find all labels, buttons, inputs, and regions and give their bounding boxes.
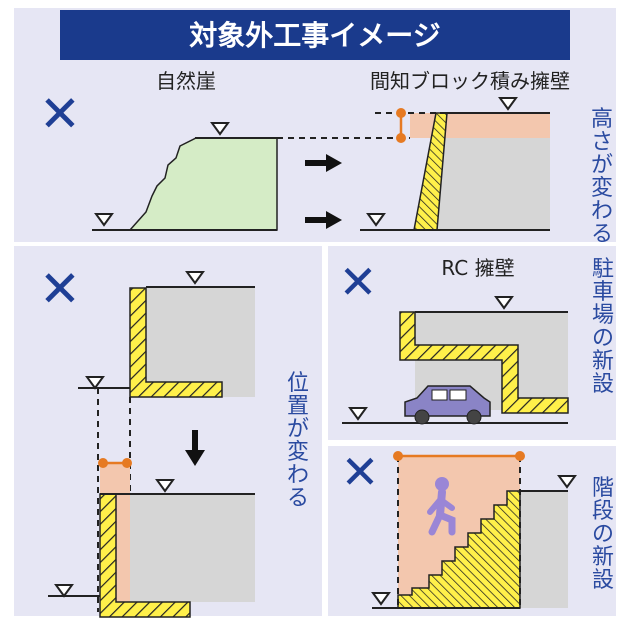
level-mark-icon	[54, 584, 74, 598]
stairs-width-marker	[393, 451, 525, 461]
block-retaining-wall-label: 間知ブロック積み擁壁	[370, 69, 570, 93]
level-mark-icon	[348, 407, 368, 421]
car-icon	[404, 385, 491, 425]
svg-text:場: 場	[592, 303, 614, 328]
rc-retaining-wall-label: RC 擁壁	[441, 256, 514, 280]
level-mark-icon	[366, 213, 386, 227]
svg-text:段: 段	[592, 499, 614, 524]
stairs-upper-soil	[520, 491, 568, 608]
level-mark-icon	[85, 376, 105, 390]
svg-text:の: の	[592, 522, 614, 547]
title-banner	[60, 10, 570, 60]
rc-wall	[399, 311, 569, 414]
svg-text:る: る	[287, 486, 309, 511]
svg-text:変: 変	[287, 440, 309, 465]
person-icon	[427, 477, 456, 536]
level-mark-icon	[94, 213, 114, 227]
retained-soil-area	[422, 138, 550, 230]
svg-text:が: が	[591, 153, 613, 178]
title-text: 対象外工事イメージ	[189, 19, 440, 52]
level-mark-icon	[185, 271, 205, 285]
svg-text:新: 新	[592, 545, 614, 570]
svg-text:車: 車	[592, 280, 614, 305]
level-mark-icon	[557, 475, 577, 489]
svg-text:設: 設	[592, 372, 614, 397]
svg-text:駐: 駐	[592, 257, 614, 282]
svg-text:置: 置	[287, 394, 309, 419]
level-mark-icon	[210, 122, 230, 136]
svg-text:位: 位	[287, 371, 309, 396]
level-mark-icon	[498, 97, 518, 111]
raised-ground-area	[410, 113, 550, 138]
arrow-right-icon	[305, 154, 342, 172]
upper-retained-soil	[145, 287, 255, 397]
svg-text:が: が	[287, 417, 309, 442]
arrow-right-icon	[305, 211, 342, 229]
svg-text:の: の	[592, 326, 614, 351]
svg-text:る: る	[591, 222, 613, 247]
arrow-down-icon	[185, 430, 205, 466]
new-stairs-label: 階 段 の 新 設	[592, 476, 614, 593]
svg-text:さ: さ	[591, 130, 613, 155]
natural-cliff-label: 自然崖	[156, 69, 216, 93]
natural-cliff-shape	[128, 137, 278, 231]
level-mark-icon	[494, 296, 514, 310]
level-mark-icon	[371, 592, 391, 606]
lower-retained-soil	[130, 494, 255, 602]
svg-text:変: 変	[591, 176, 613, 201]
cross-icon: ✕	[39, 85, 81, 143]
position-change-label: 位 置 が 変 わ る	[287, 371, 309, 511]
height-change-label: 高 さ が 変 わ る	[591, 107, 613, 247]
svg-text:わ: わ	[287, 463, 309, 488]
svg-text:新: 新	[592, 349, 614, 374]
new-parking-label: 駐 車 場 の 新 設	[592, 257, 614, 397]
height-change-marker	[396, 108, 406, 143]
cross-icon: ✕	[39, 260, 81, 318]
svg-text:設: 設	[592, 568, 614, 593]
level-mark-icon	[155, 479, 175, 493]
position-change-marker	[98, 458, 132, 468]
cross-icon: ✕	[341, 445, 380, 499]
cross-icon: ✕	[339, 255, 378, 309]
svg-text:高: 高	[591, 107, 613, 132]
stairs	[397, 490, 521, 609]
svg-text:階: 階	[592, 476, 614, 501]
svg-text:わ: わ	[591, 199, 613, 224]
